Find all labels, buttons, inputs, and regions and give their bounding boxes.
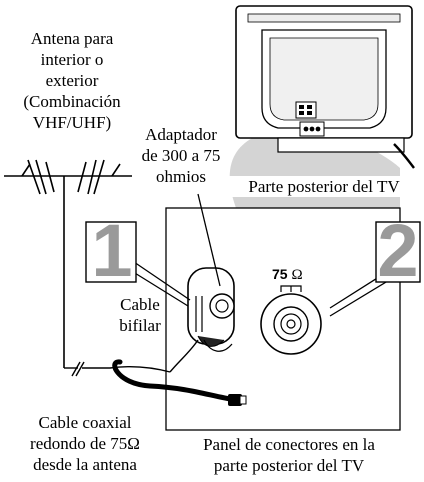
adapter-label: Adaptador de 300 a 75 ohmios <box>141 125 221 186</box>
step-1-box <box>85 221 137 283</box>
step-2-number: 2 <box>377 209 419 292</box>
rf-connector-75-ohm <box>260 285 322 355</box>
coax-cable-label: Cable coaxial redondo de 75Ω desde la an… <box>30 413 140 474</box>
antenna-illustration <box>4 159 132 368</box>
twin-lead-cable <box>64 361 171 377</box>
connector-ohm-label: 75 Ω <box>272 266 303 283</box>
twin-lead-label: Cable bifilar <box>119 295 161 335</box>
coax-cable <box>112 359 247 406</box>
step-2-box <box>375 221 421 283</box>
connector-panel-label: Panel de conectores en la parte posterio… <box>203 435 375 475</box>
adapter-illustration <box>169 267 235 373</box>
step-1-number: 1 <box>91 209 133 292</box>
tv-back-label: Parte posterior del TV <box>226 176 422 197</box>
antenna-label: Antena para interior o exterior (Combina… <box>23 29 121 132</box>
tv-rear-illustration <box>235 5 415 169</box>
